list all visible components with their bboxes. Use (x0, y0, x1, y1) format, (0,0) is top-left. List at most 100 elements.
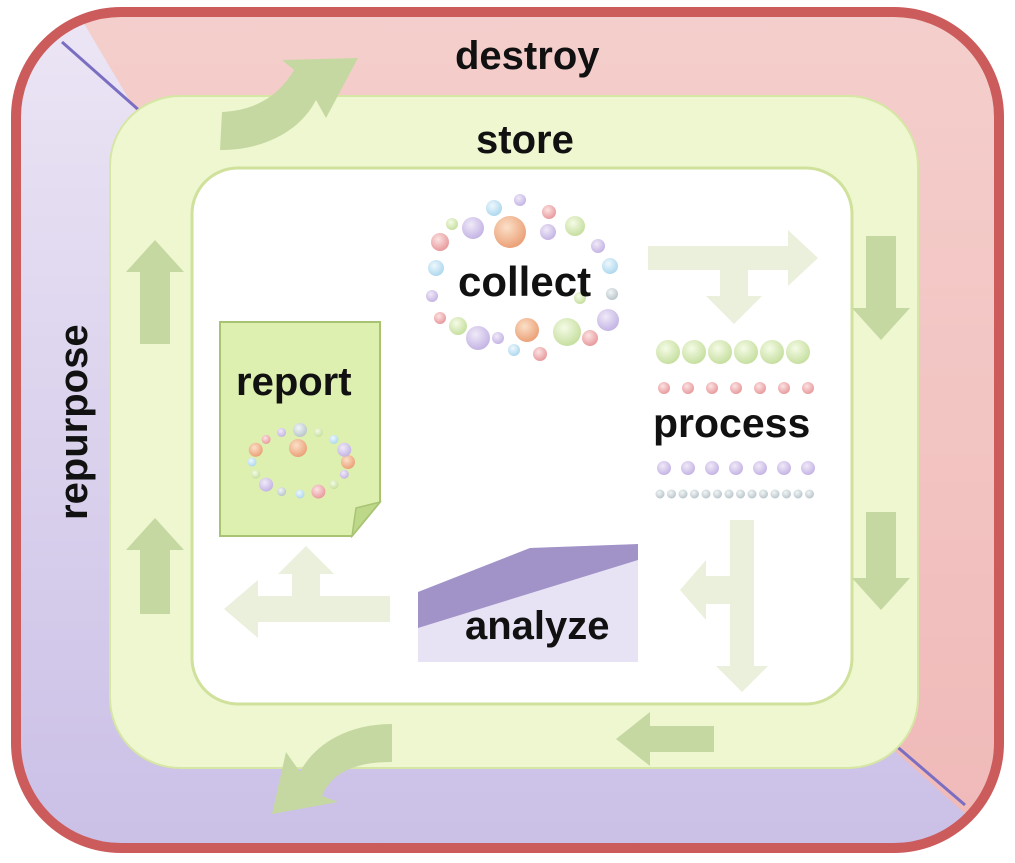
report-dot (247, 457, 257, 467)
collect-dot (426, 290, 438, 302)
process-dot (786, 340, 810, 364)
report-label: report (236, 360, 352, 404)
report-dot (313, 427, 323, 437)
collect-dot (542, 205, 556, 219)
process-dot (681, 461, 695, 475)
process-dot (713, 489, 722, 499)
report-dot (277, 427, 287, 437)
report-dot (329, 434, 339, 444)
process-dot (729, 461, 743, 475)
collect-dot (449, 317, 467, 335)
process-dot-rows (655, 340, 815, 499)
report-dot (289, 439, 307, 457)
process-dot (736, 489, 745, 499)
process-dot (724, 489, 734, 499)
collect-dot (486, 200, 502, 216)
process-dot (760, 340, 784, 364)
flow-arrow-analyze-to-report (224, 546, 390, 638)
report-dot (293, 423, 307, 437)
process-dot (802, 382, 814, 394)
collect-dot (446, 218, 458, 230)
collect-dot (434, 312, 446, 324)
flow-arrow-process-to-analyze (680, 520, 768, 692)
store-arrow-right-upper (852, 236, 910, 340)
collect-dot (565, 216, 585, 236)
report-dot (251, 469, 261, 479)
process-dot (777, 461, 791, 475)
collect-dot (431, 233, 449, 251)
report-dot (261, 434, 271, 444)
process-dot (805, 489, 814, 499)
process-dot (690, 489, 699, 499)
report-dot (277, 487, 287, 497)
process-dot (701, 489, 711, 499)
collect-dot (515, 318, 539, 342)
collect-dot (597, 309, 619, 331)
process-dot (730, 382, 742, 394)
process-dot (747, 489, 757, 499)
report-dot (339, 469, 349, 479)
inner-area (190, 166, 854, 706)
collect-dot (514, 194, 526, 206)
collect-dot (508, 344, 520, 356)
process-dot (793, 489, 803, 499)
process-dot (682, 382, 694, 394)
flow-arrow-collect-to-process (648, 230, 818, 324)
repurpose-label: repurpose (52, 324, 96, 520)
store-arrow-left-lower (126, 518, 184, 614)
collect-dot (582, 330, 598, 346)
collect-dot (533, 347, 547, 361)
collect-dot (591, 239, 605, 253)
collect-dot-cluster (426, 194, 619, 361)
analyze-label: analyze (465, 604, 610, 648)
process-dot (754, 382, 766, 394)
process-dot (801, 461, 815, 475)
collect-dot (602, 258, 618, 274)
destroy-label: destroy (455, 34, 600, 78)
process-dot (778, 382, 790, 394)
collect-dot (428, 260, 444, 276)
process-dot (753, 461, 767, 475)
repurpose-curved-arrow (272, 724, 392, 814)
collect-dot (553, 318, 581, 346)
process-dot (678, 489, 688, 499)
process-dot (655, 489, 665, 499)
report-dot (248, 442, 263, 457)
process-label: process (653, 400, 811, 446)
collect-label: collect (458, 258, 592, 305)
process-dot (682, 340, 706, 364)
collect-dot (466, 326, 490, 350)
store-label: store (476, 118, 574, 162)
process-dot (658, 382, 670, 394)
process-dot (782, 489, 791, 499)
process-dot (656, 340, 680, 364)
process-dot (705, 461, 719, 475)
process-dot (759, 489, 768, 499)
collect-dot (606, 288, 618, 300)
report-dot (337, 442, 352, 457)
collect-dot (462, 217, 484, 239)
collect-dot (492, 332, 504, 344)
process-dot (734, 340, 758, 364)
store-arrow-right-lower (852, 512, 910, 610)
destroy-curved-arrow (220, 58, 358, 150)
store-arrow-bottom (616, 712, 714, 766)
report-dot (295, 489, 305, 499)
store-arrow-left-upper (126, 240, 184, 344)
process-dot (706, 382, 718, 394)
report-dot-ring (247, 423, 355, 499)
process-dot (770, 489, 780, 499)
collect-dot (574, 292, 586, 304)
report-dot (341, 455, 355, 469)
collect-dot (540, 224, 556, 240)
process-dot (708, 340, 732, 364)
process-dot (667, 489, 676, 499)
report-dot (311, 484, 326, 499)
report-dot (329, 480, 339, 490)
process-dot (657, 461, 671, 475)
report-dot (259, 477, 274, 492)
analyze-chart (418, 544, 638, 662)
outer-ring-border (11, 7, 1004, 853)
